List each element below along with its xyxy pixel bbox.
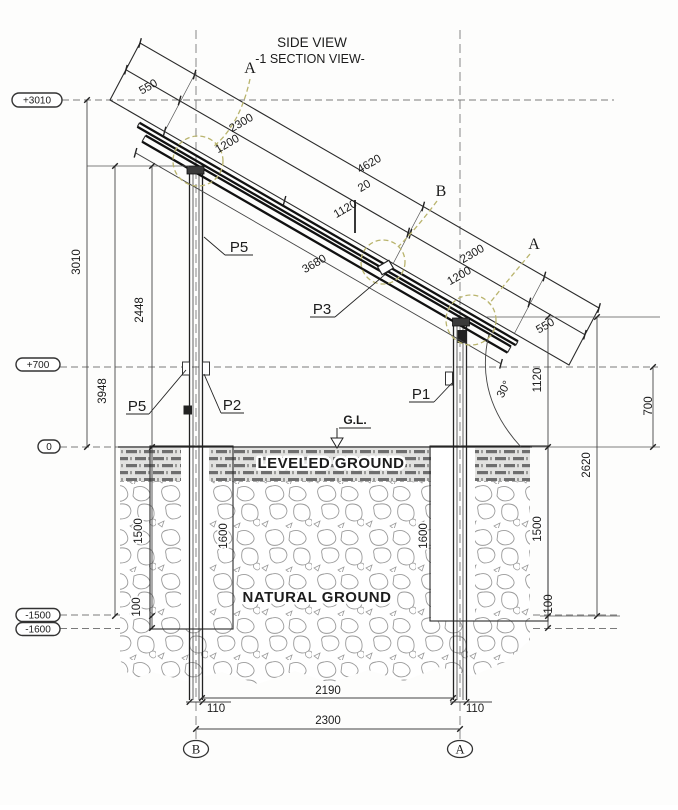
detail-circle-p1 — [445, 294, 497, 346]
bracket-p3-block — [376, 259, 395, 276]
dim-1500-right: 1500 — [532, 516, 544, 542]
label-leaders — [126, 236, 453, 415]
view-title-line1: SIDE VIEW — [277, 35, 347, 50]
dim-1600-pile-a: 1600 — [418, 523, 430, 549]
grid-bubble-a-letter: A — [455, 743, 464, 757]
part-labels: A B A P5 P5 P2 P1 P3 — [128, 60, 540, 415]
dim-2300-bottom: 2300 — [315, 715, 341, 727]
bracket-p5-cap — [182, 165, 210, 415]
elevation-minus-1600: -1600 — [15, 621, 61, 637]
natural-ground-hatch — [120, 481, 530, 684]
label-p5-low: P5 — [128, 398, 146, 415]
bracket-p1-cap — [445, 317, 470, 386]
elevation-minus-1500: -1500 — [15, 607, 61, 623]
gridlines — [195, 30, 461, 740]
dim-2190: 2190 — [315, 685, 341, 697]
leveled-ground-label: LEVELED GROUND — [257, 455, 404, 472]
elevation-3010: +3010 — [11, 92, 63, 108]
detail-label-a-top: A — [244, 60, 256, 77]
ground-level-marker: G.L. — [330, 413, 371, 449]
dim-1500-left: 1500 — [133, 518, 145, 544]
dim-2448: 2448 — [134, 297, 146, 323]
label-p3: P3 — [313, 301, 331, 318]
view-title-line2: -1 SECTION VIEW- — [255, 52, 365, 66]
rafter-dim-line — [135, 152, 502, 365]
pile-b-core — [181, 448, 209, 629]
dim-2300-top: 2300 — [227, 112, 255, 135]
dim-1200-top: 1200 — [213, 133, 241, 156]
detail-circle-p5 — [172, 135, 224, 187]
rail-beam — [136, 121, 519, 347]
pile-b-outline — [149, 445, 234, 630]
grid-bubble-a: A — [446, 739, 474, 759]
column-b — [188, 172, 204, 700]
dim-3010: 3010 — [71, 249, 83, 275]
elevation-0-value: 0 — [46, 442, 52, 453]
dim-110-left: 110 — [207, 703, 225, 715]
label-p1: P1 — [412, 386, 430, 403]
dim-1120-right: 1120 — [532, 368, 544, 393]
elevation-minus-1600-value: -1600 — [25, 625, 51, 636]
ground-level-label: G.L. — [343, 413, 366, 427]
dim-20: 20 — [356, 178, 373, 195]
vertical-dim-lines — [86, 100, 660, 628]
dim-2300-right: 2300 — [458, 243, 486, 266]
dim-700: 700 — [643, 396, 655, 415]
view-title: SIDE VIEW -1 SECTION VIEW- — [255, 35, 365, 66]
dim-550-top: 550 — [137, 77, 160, 97]
dim-2620: 2620 — [581, 452, 593, 478]
grid-bubble-b-letter: B — [192, 743, 200, 757]
label-p2: P2 — [223, 397, 241, 414]
label-p5-top: P5 — [230, 239, 248, 256]
dim-4620: 4620 — [355, 153, 383, 176]
detail-label-a-right: A — [528, 236, 540, 253]
elevation-minus-1500-value: -1500 — [25, 611, 51, 622]
elevation-700: +700 — [15, 357, 61, 372]
elevation-3010-value: +3010 — [23, 96, 52, 107]
grid-bubble-b: B — [182, 739, 210, 759]
elevation-0: 0 — [37, 439, 61, 454]
dim-100-right: 100 — [543, 594, 555, 613]
dim-100-left: 100 — [131, 597, 143, 616]
angle-arc — [484, 333, 522, 448]
natural-ground-label: NATURAL GROUND — [243, 589, 392, 606]
detail-callouts — [172, 78, 531, 346]
detail-label-b: B — [436, 183, 447, 200]
dim-1200-right: 1200 — [445, 265, 473, 288]
dim-3948: 3948 — [97, 378, 109, 404]
bottom-dim-lines — [186, 697, 492, 730]
dim-550-right: 550 — [534, 316, 557, 336]
dim-110-right: 110 — [466, 703, 484, 715]
column-a — [452, 324, 468, 700]
vertical-dim-texts: 3010 3948 2448 1500 100 1600 1600 1120 2… — [71, 249, 655, 618]
dim-1600-pile-b: 1600 — [218, 523, 230, 549]
elevation-700-value: +700 — [27, 360, 50, 371]
bottom-dim-texts: 2190 110 110 2300 — [207, 685, 484, 727]
dim-angle-30: 30° — [495, 379, 514, 400]
detail-circle-p3 — [360, 239, 406, 285]
elevation-markers: +3010 +700 0 -1500 -1600 — [11, 92, 63, 637]
